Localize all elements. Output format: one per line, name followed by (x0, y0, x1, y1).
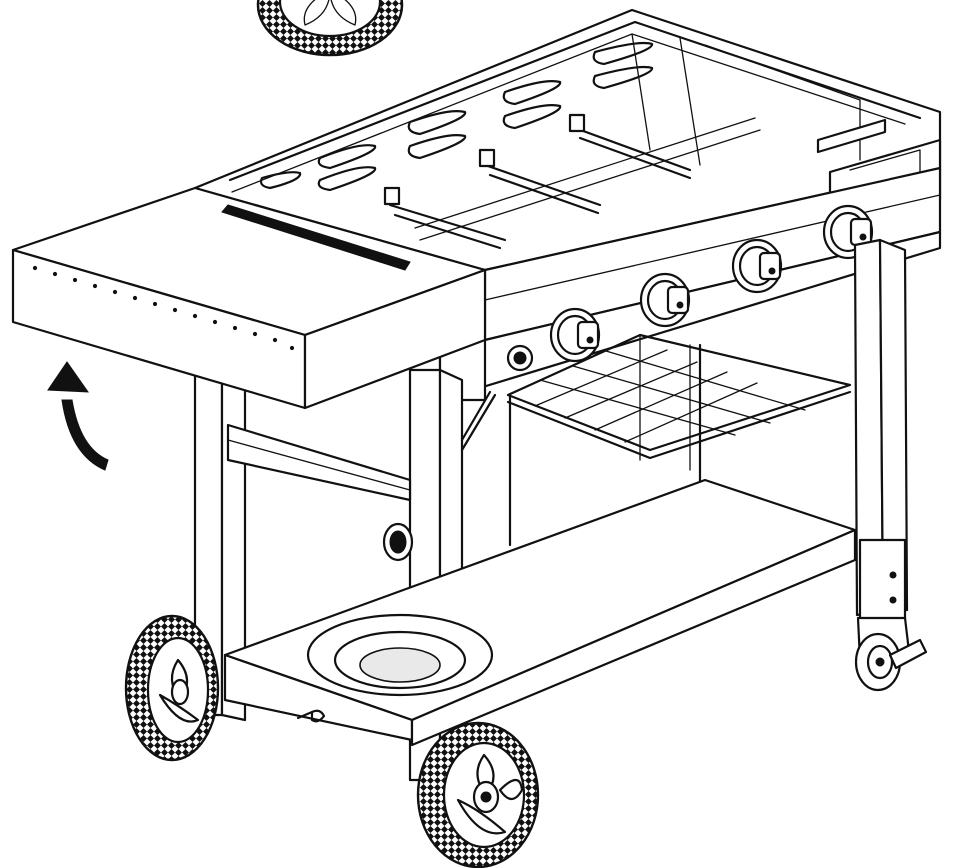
spare-wheel (256, 0, 404, 57)
knob-1[interactable] (549, 307, 601, 363)
knob-2[interactable] (639, 272, 691, 328)
vent-slots (259, 41, 654, 192)
burner-tubes (383, 113, 761, 250)
lift-arrow-icon (47, 361, 109, 471)
caster-wheel (854, 616, 928, 692)
knob-3[interactable] (731, 238, 783, 294)
wire-shelf (506, 333, 852, 471)
rivets (32, 265, 295, 351)
wheel-left (124, 614, 220, 762)
igniter-button[interactable] (506, 344, 534, 372)
control-knobs (506, 204, 874, 372)
regulator (382, 522, 414, 562)
tank-bolt (296, 709, 326, 723)
bottom-shelf (223, 478, 857, 747)
side-table[interactable] (11, 186, 487, 410)
wheel-front (416, 721, 540, 868)
cross-bar (226, 423, 412, 502)
